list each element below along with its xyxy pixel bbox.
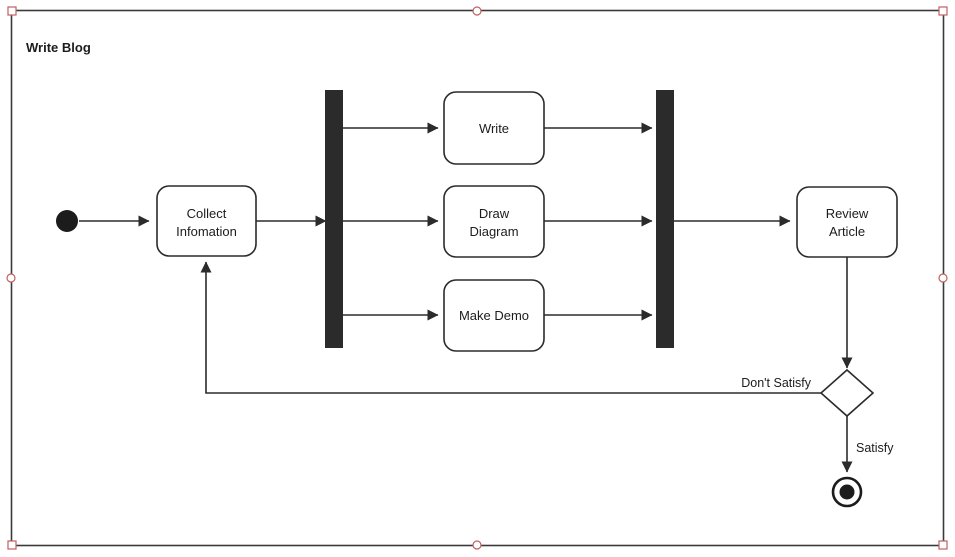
activity-collect-information-label-line1: Collect bbox=[187, 206, 227, 221]
handle-top-center[interactable] bbox=[472, 6, 482, 16]
handle-bottom-left[interactable] bbox=[7, 540, 17, 550]
start-node[interactable] bbox=[56, 210, 78, 232]
edge-label-satisfy: Satisfy bbox=[856, 441, 894, 455]
activity-draw-diagram-label-line1: Draw bbox=[479, 206, 510, 221]
join-bar[interactable] bbox=[656, 90, 674, 348]
activity-collect-information-label-line2: Infomation bbox=[176, 224, 237, 239]
page-title: Write Blog bbox=[26, 40, 91, 55]
handle-middle-left[interactable] bbox=[6, 273, 16, 283]
selection-frame[interactable] bbox=[10, 9, 945, 547]
activity-draw-diagram-label-line2: Diagram bbox=[469, 224, 518, 239]
activity-make-demo-label: Make Demo bbox=[459, 308, 529, 323]
edge-label-dont-satisfy: Don't Satisfy bbox=[741, 376, 812, 390]
selection-handles[interactable] bbox=[6, 6, 948, 550]
activity-review-article[interactable]: Review Article bbox=[796, 186, 898, 258]
handle-bottom-right[interactable] bbox=[938, 540, 948, 550]
activity-write[interactable]: Write bbox=[443, 91, 545, 165]
end-node[interactable] bbox=[831, 476, 863, 508]
activity-collect-information[interactable]: Collect Infomation bbox=[156, 185, 257, 257]
activity-make-demo[interactable]: Make Demo bbox=[443, 279, 545, 352]
activity-write-label: Write bbox=[479, 121, 509, 136]
handle-top-right[interactable] bbox=[938, 6, 948, 16]
edge-decision-to-collect bbox=[200, 261, 821, 394]
handle-bottom-center[interactable] bbox=[472, 540, 482, 550]
handle-middle-right[interactable] bbox=[938, 273, 948, 283]
handle-top-left[interactable] bbox=[7, 6, 17, 16]
fork-bar[interactable] bbox=[325, 90, 343, 348]
activity-review-article-label-line2: Article bbox=[829, 224, 865, 239]
activity-review-article-label-line1: Review bbox=[826, 206, 869, 221]
activity-draw-diagram[interactable]: Draw Diagram bbox=[443, 185, 545, 258]
